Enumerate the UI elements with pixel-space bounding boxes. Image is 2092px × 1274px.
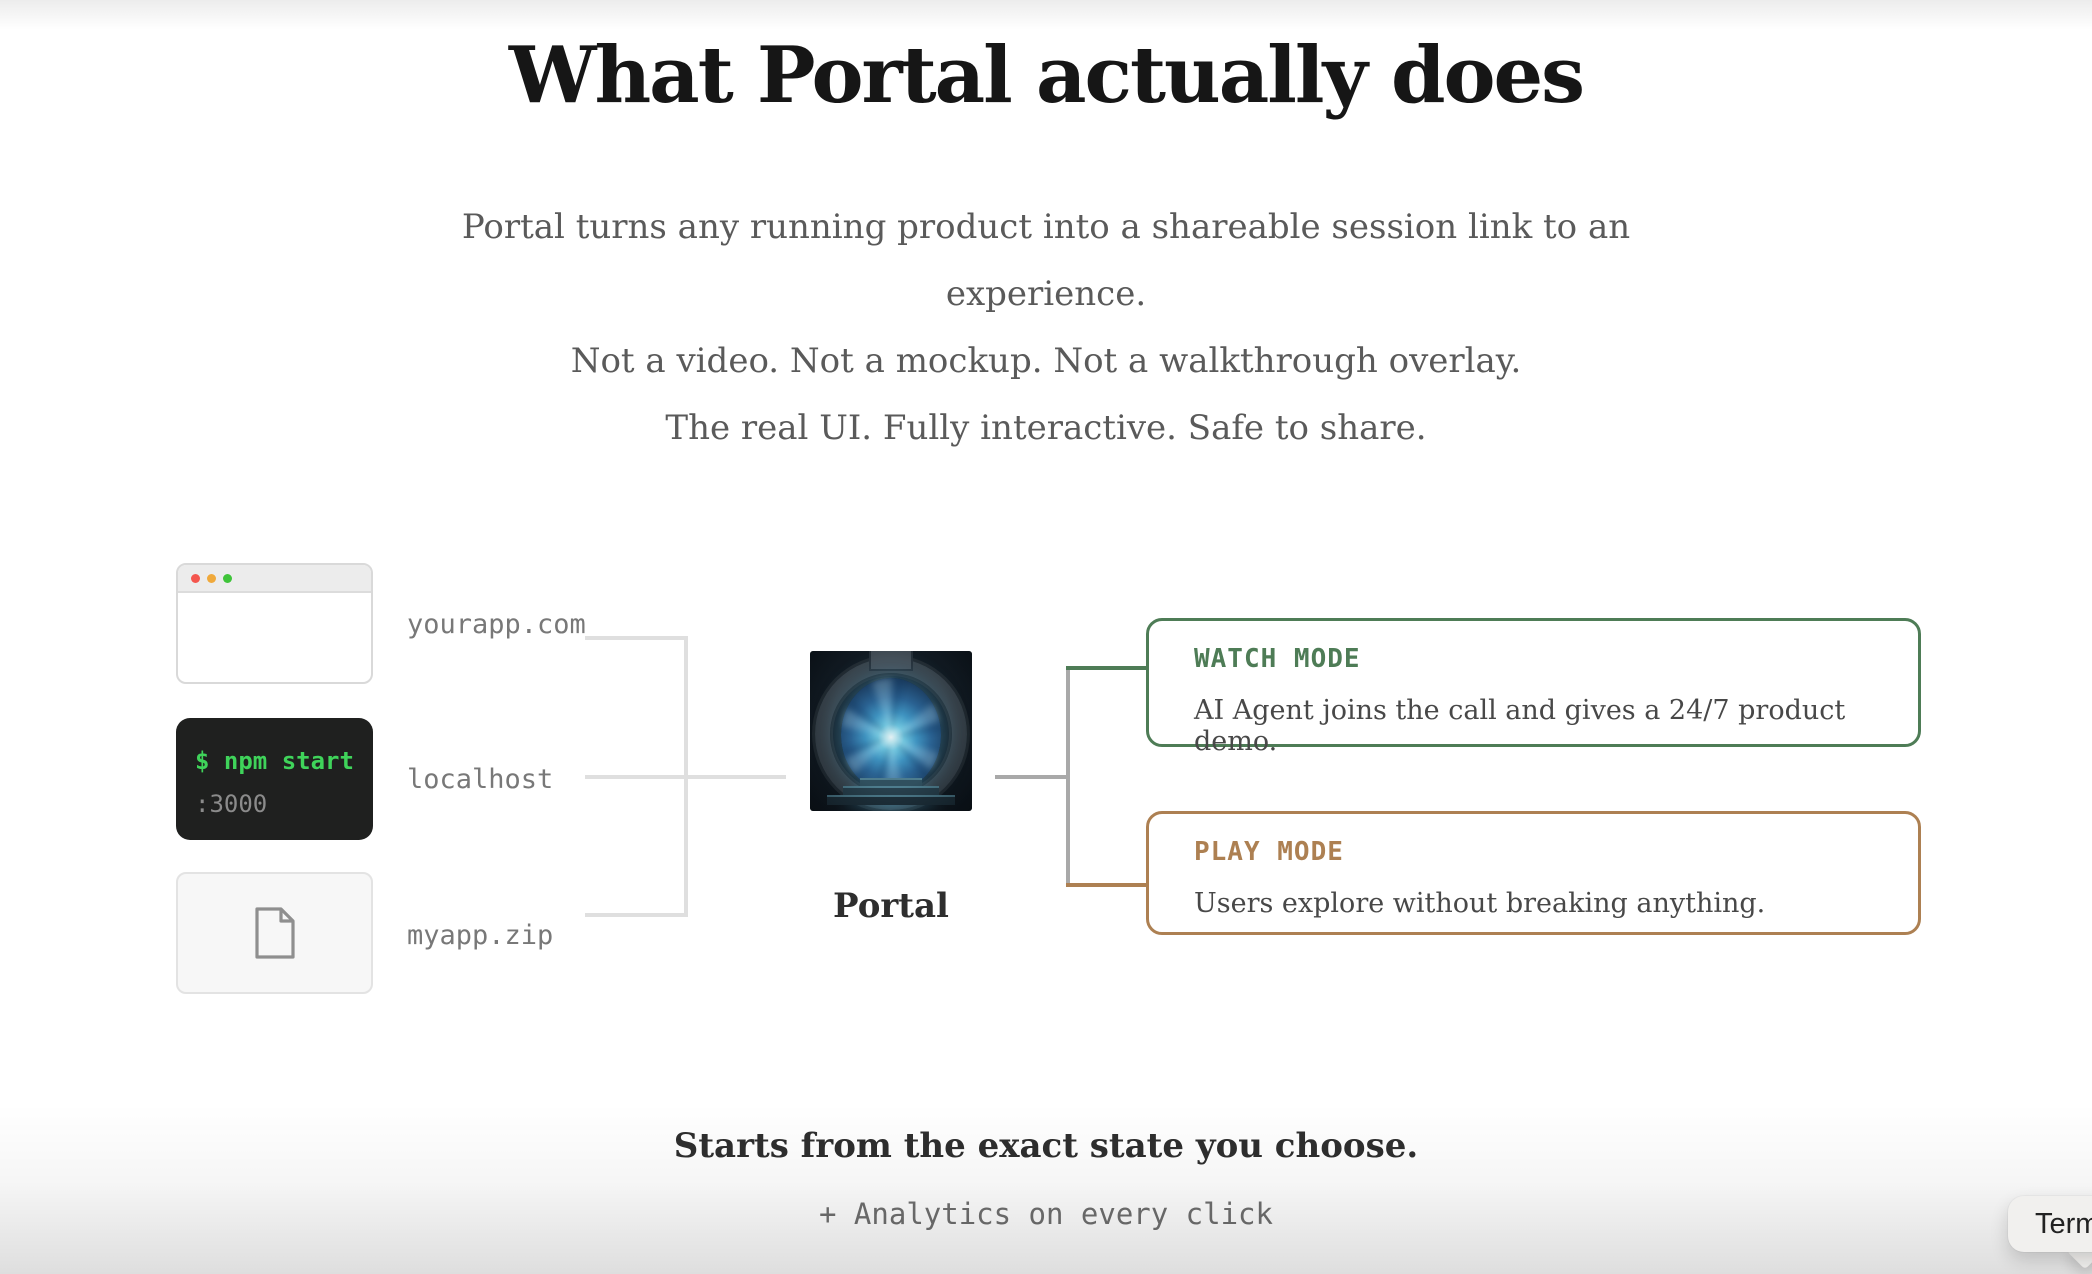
connector-line-myapp	[585, 913, 688, 917]
intro-line: Portal turns any running product into a …	[461, 207, 1631, 247]
terminal-card: $ npm start :3000	[176, 718, 373, 840]
connector-bracket-right	[1066, 666, 1070, 887]
page-title: What Portal actually does	[508, 30, 1585, 121]
portal-caption: Portal	[833, 886, 949, 926]
connector-line-watch-mode	[1066, 666, 1146, 670]
intro-line: experience.	[945, 274, 1147, 314]
zip-file-card	[176, 872, 373, 994]
connector-line-portal-out	[995, 775, 1070, 779]
browser-titlebar	[178, 565, 371, 593]
watch-mode-title: WATCH MODE	[1194, 644, 1361, 674]
source-label-yourapp: yourapp.com	[407, 609, 586, 640]
watch-mode-description: AI Agent joins the call and gives a 24/7…	[1194, 695, 1846, 757]
terminal-command: $ npm start	[195, 747, 354, 775]
tooltip-label: Term	[2035, 1208, 2092, 1240]
play-mode-description: Users explore without breaking anything.	[1194, 888, 1766, 919]
bottom-edge-gradient	[0, 1104, 2092, 1274]
connector-line-play-mode	[1066, 883, 1146, 887]
browser-window-card	[176, 563, 373, 684]
intro-line: The real UI. Fully interactive. Safe to …	[665, 408, 1427, 448]
top-edge-gradient	[0, 0, 2092, 30]
analytics-note: + Analytics on every click	[0, 1197, 2092, 1231]
terminal-tooltip-button[interactable]: Term	[2008, 1196, 2092, 1252]
intro-line: Not a video. Not a mockup. Not a walkthr…	[570, 341, 1522, 381]
connector-line-localhost	[585, 775, 786, 779]
play-mode-box: PLAY MODE Users explore without breaking…	[1146, 811, 1921, 935]
portal-image	[810, 651, 972, 811]
source-label-localhost: localhost	[407, 764, 554, 795]
traffic-light-minimize-icon	[207, 573, 216, 583]
watch-mode-box: WATCH MODE AI Agent joins the call and g…	[1146, 618, 1921, 757]
traffic-light-zoom-icon	[223, 573, 232, 583]
traffic-light-close-icon	[191, 573, 200, 583]
play-mode-title: PLAY MODE	[1194, 837, 1344, 867]
source-label-myapp: myapp.zip	[407, 920, 554, 951]
portal-vignette	[810, 651, 972, 811]
terminal-port: :3000	[195, 790, 268, 818]
connector-line-yourapp	[585, 636, 688, 640]
footer-headline: Starts from the exact state you choose.	[0, 1126, 2092, 1166]
document-icon	[254, 907, 295, 959]
intro-text: Portal turns any running product into a …	[0, 194, 2092, 462]
